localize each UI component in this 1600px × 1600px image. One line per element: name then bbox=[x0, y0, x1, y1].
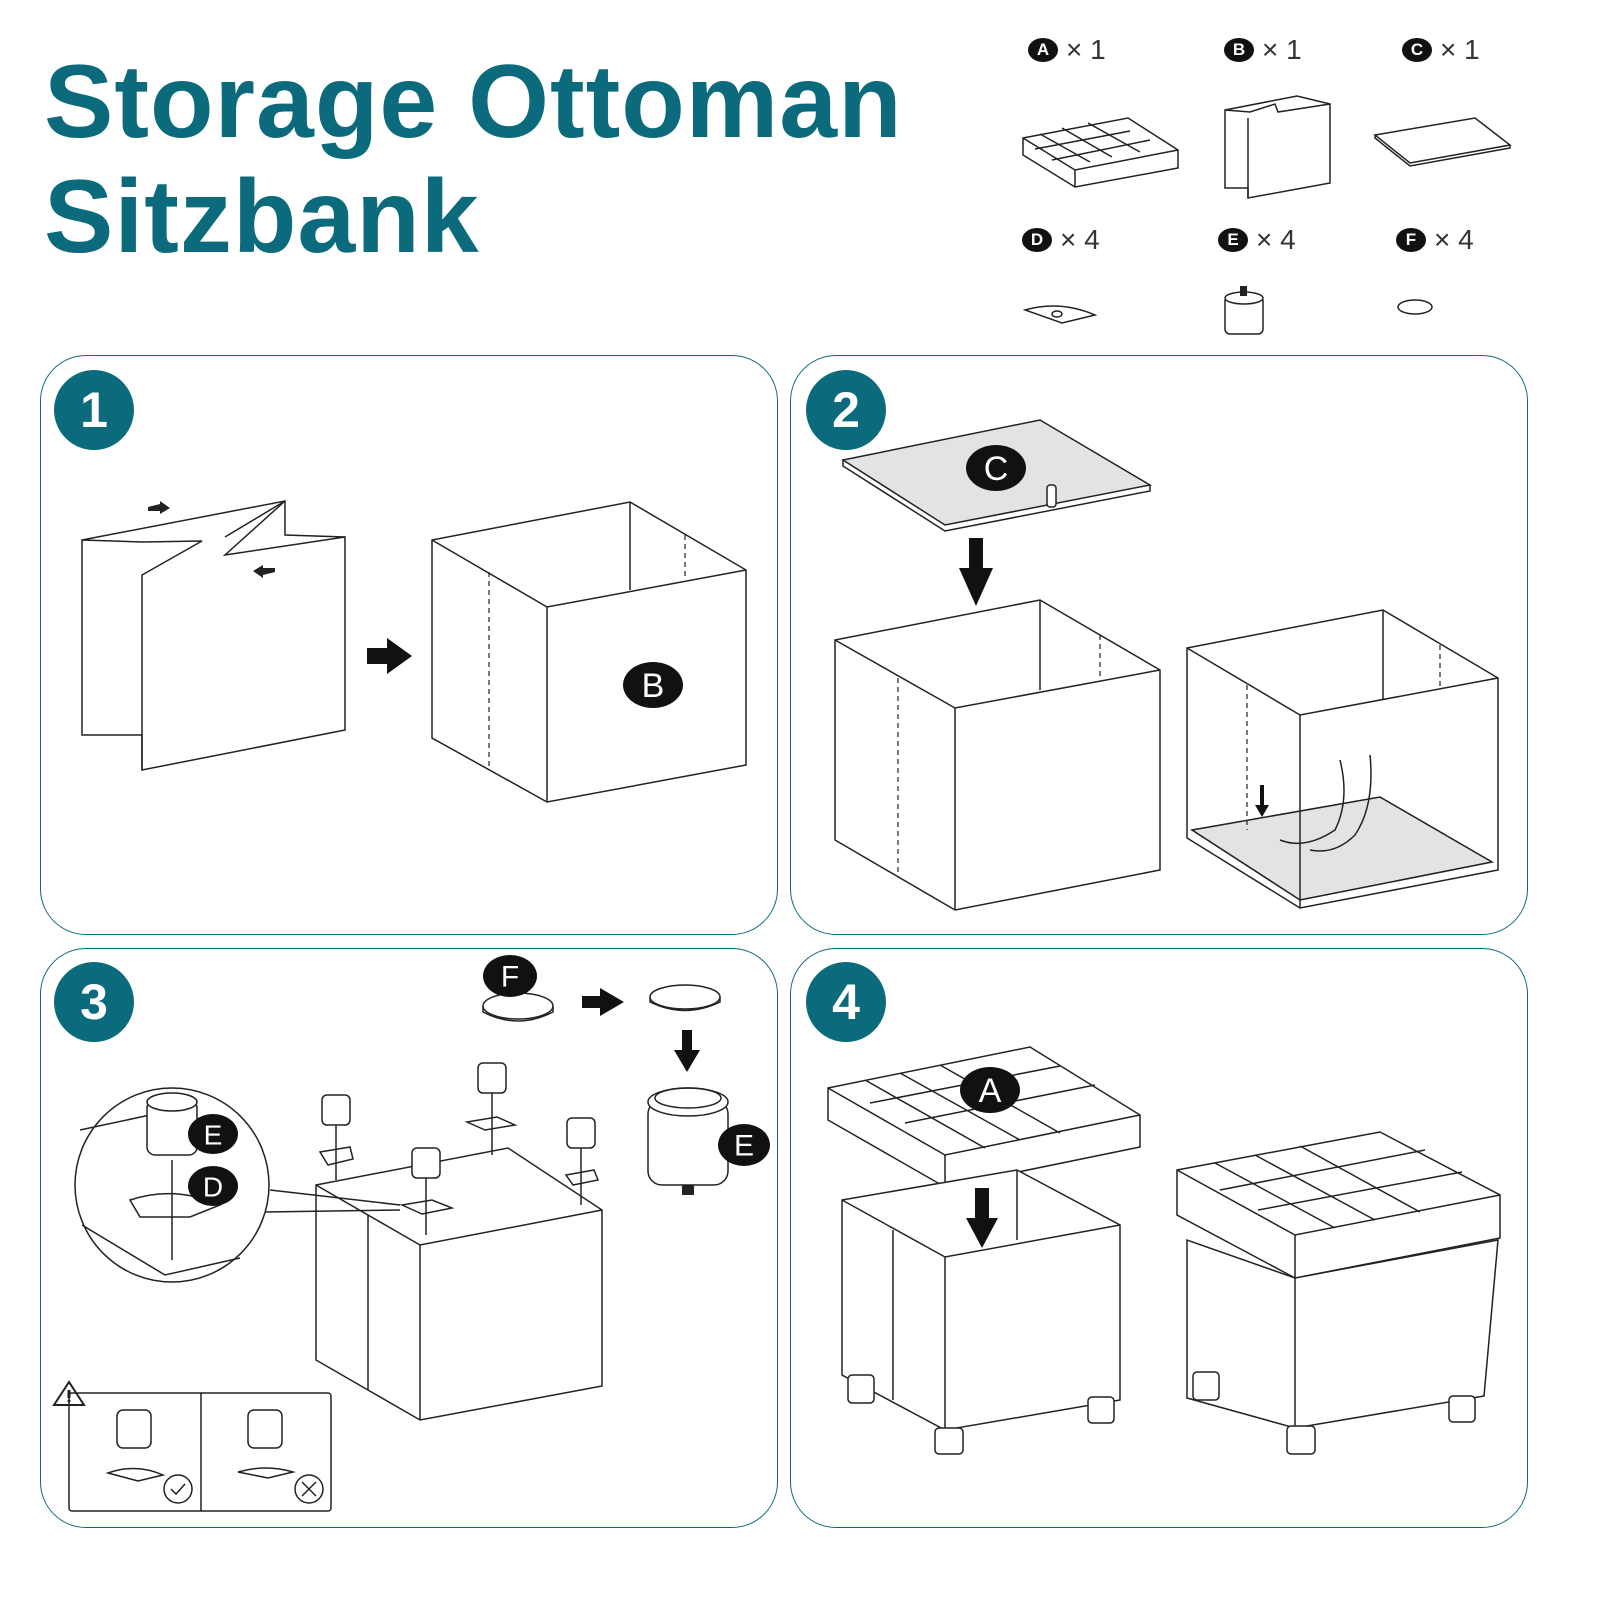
callout-badge-a: A bbox=[960, 1067, 1020, 1113]
step-1-panel bbox=[40, 355, 778, 935]
step-3-upside-down-box bbox=[316, 1148, 602, 1420]
svg-text:B: B bbox=[642, 667, 665, 705]
title-line-2: Sitzbank bbox=[44, 159, 480, 275]
part-a-lid-illustration bbox=[1023, 118, 1178, 187]
title-line-1: Storage Ottoman bbox=[44, 44, 903, 160]
part-badge: C bbox=[1402, 38, 1432, 62]
step-3-panel bbox=[40, 948, 778, 1528]
step-1-folded-box bbox=[82, 501, 345, 770]
callout-badge-c: C bbox=[966, 445, 1026, 491]
step-3-number: 3 bbox=[54, 962, 134, 1042]
svg-text:A: A bbox=[979, 1072, 1002, 1110]
arrow-right-icon bbox=[582, 988, 624, 1016]
svg-text:F: F bbox=[501, 961, 519, 994]
part-a-count: A × 1 bbox=[1028, 34, 1106, 66]
part-d-count: D × 4 bbox=[1022, 224, 1100, 256]
arrow-down-icon bbox=[959, 538, 993, 606]
callout-badge-f: F bbox=[483, 955, 537, 997]
part-b-folded-box-illustration bbox=[1225, 96, 1330, 198]
part-badge: A bbox=[1028, 38, 1058, 62]
svg-text:C: C bbox=[984, 450, 1009, 488]
step-2-box-with-board bbox=[1187, 610, 1498, 908]
part-e-count: E × 4 bbox=[1218, 224, 1296, 256]
part-d-plate-illustration bbox=[1025, 306, 1095, 323]
step-3-legs bbox=[320, 1063, 598, 1235]
svg-text:D: D bbox=[203, 1172, 223, 1203]
part-badge: E bbox=[1218, 228, 1248, 252]
step-4-assembled-ottoman bbox=[1177, 1132, 1500, 1454]
step-4-lid-a bbox=[828, 1047, 1140, 1187]
callout-badge-b: B bbox=[623, 662, 683, 708]
check-icon bbox=[164, 1475, 192, 1503]
warning-correct-incorrect-panel bbox=[69, 1393, 331, 1511]
svg-text:E: E bbox=[734, 1130, 754, 1163]
part-qty: × 1 bbox=[1066, 34, 1106, 65]
part-b-count: B × 1 bbox=[1224, 34, 1302, 66]
step-4-panel bbox=[790, 948, 1528, 1528]
svg-text:E: E bbox=[204, 1120, 223, 1151]
step-1-number: 1 bbox=[54, 370, 134, 450]
part-qty: × 4 bbox=[1060, 224, 1100, 255]
part-e-leg-illustration bbox=[1225, 286, 1263, 334]
step-2-number: 2 bbox=[806, 370, 886, 450]
callout-badge-d-detail: D bbox=[188, 1166, 238, 1206]
part-qty: × 1 bbox=[1440, 34, 1480, 65]
part-badge: F bbox=[1396, 228, 1426, 252]
part-badge: B bbox=[1224, 38, 1254, 62]
part-f-pad-illustration bbox=[1398, 300, 1432, 314]
part-c-board-illustration bbox=[1375, 118, 1510, 166]
step-1-unfolded-box bbox=[432, 502, 746, 802]
step-2-box bbox=[835, 600, 1160, 910]
part-f-count: F × 4 bbox=[1396, 224, 1474, 256]
arrow-down-icon bbox=[674, 1030, 700, 1072]
step-2-panel bbox=[790, 355, 1528, 935]
part-c-count: C × 1 bbox=[1402, 34, 1480, 66]
step-4-number: 4 bbox=[806, 962, 886, 1042]
callout-badge-e-detail: E bbox=[188, 1114, 238, 1154]
part-badge: D bbox=[1022, 228, 1052, 252]
step-3-leg-e-large bbox=[648, 1088, 728, 1195]
step-4-box bbox=[842, 1170, 1120, 1454]
part-qty: × 4 bbox=[1256, 224, 1296, 255]
part-qty: × 1 bbox=[1262, 34, 1302, 65]
part-qty: × 4 bbox=[1434, 224, 1474, 255]
callout-badge-e: E bbox=[718, 1124, 770, 1166]
arrow-down-icon bbox=[966, 1188, 998, 1248]
arrow-right-icon bbox=[367, 638, 412, 674]
